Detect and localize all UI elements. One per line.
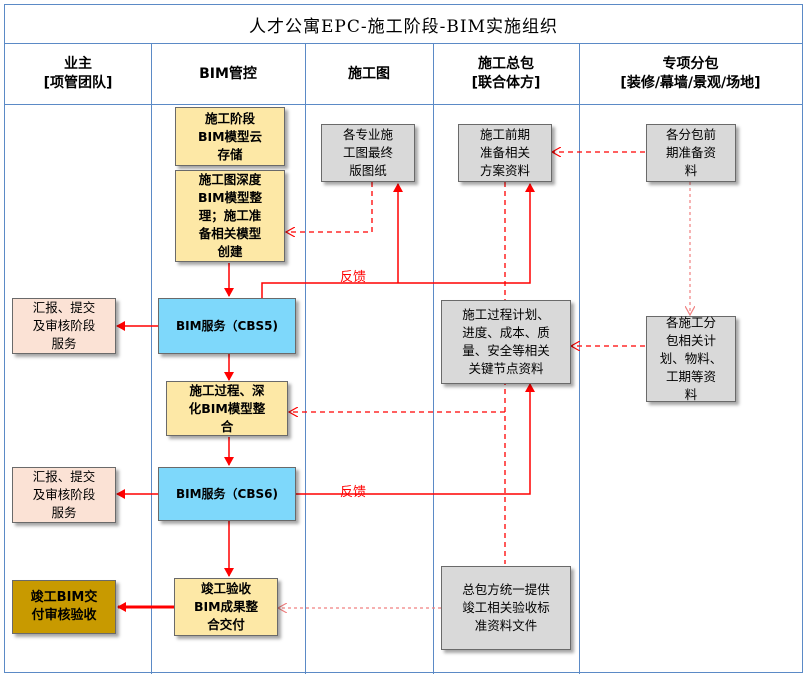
feedback-label: 反馈 — [340, 485, 367, 500]
column-header-owner: 业主 [项管团队] — [5, 44, 151, 105]
diagram-title: 人才公寓EPC-施工阶段-BIM实施组织 — [5, 5, 802, 44]
column-title: BIM管控 — [199, 65, 257, 82]
node-sub-prep: 各分包前期准备资料 — [646, 124, 736, 182]
column-header-subcontractor: 专项分包 [装修/幕墙/景观/场地] — [579, 44, 802, 105]
node-gc-plan: 施工过程计划、进度、成本、质量、安全等相关关键节点资料 — [441, 300, 571, 384]
node-owner-final-acceptance: 竣工BIM交付审核验收 — [12, 580, 116, 634]
column-subtitle: [项管团队] — [43, 75, 113, 91]
column-title: 施工图 — [348, 65, 390, 82]
column-header-general-contractor: 施工总包 [联合体方] — [433, 44, 579, 105]
column-header-drawings: 施工图 — [305, 44, 433, 105]
feedback-label: 反馈 — [340, 270, 367, 285]
column-header-bim: BIM管控 — [151, 44, 305, 105]
column-title: 施工总包 — [478, 56, 534, 72]
node-gc-final-docs: 总包方统一提供竣工相关验收标准资料文件 — [441, 566, 571, 650]
node-bim-service-cbs5: BIM服务（CBS5) — [158, 298, 296, 354]
column-divider — [433, 44, 434, 674]
node-owner-report-1: 汇报、提交及审核阶段服务 — [12, 298, 116, 354]
column-divider — [579, 44, 580, 674]
column-title: 专项分包 — [662, 56, 719, 72]
column-divider — [151, 44, 152, 674]
column-subtitle: [装修/幕墙/景观/场地] — [620, 75, 761, 91]
column-title: 业主 — [64, 56, 92, 72]
node-deepen-model: 施工过程、深化BIM模型整合 — [166, 381, 288, 436]
node-bim-service-cbs6: BIM服务（CBS6) — [158, 467, 296, 521]
node-final-drawings: 各专业施工图最终版图纸 — [321, 124, 415, 182]
node-gc-prep: 施工前期准备相关方案资料 — [458, 124, 552, 182]
node-sub-plan: 各施工分包相关计划、物料、工期等资料 — [646, 315, 736, 402]
column-subtitle: [联合体方] — [471, 75, 541, 91]
node-owner-report-2: 汇报、提交及审核阶段服务 — [12, 467, 116, 523]
column-divider — [305, 44, 306, 674]
